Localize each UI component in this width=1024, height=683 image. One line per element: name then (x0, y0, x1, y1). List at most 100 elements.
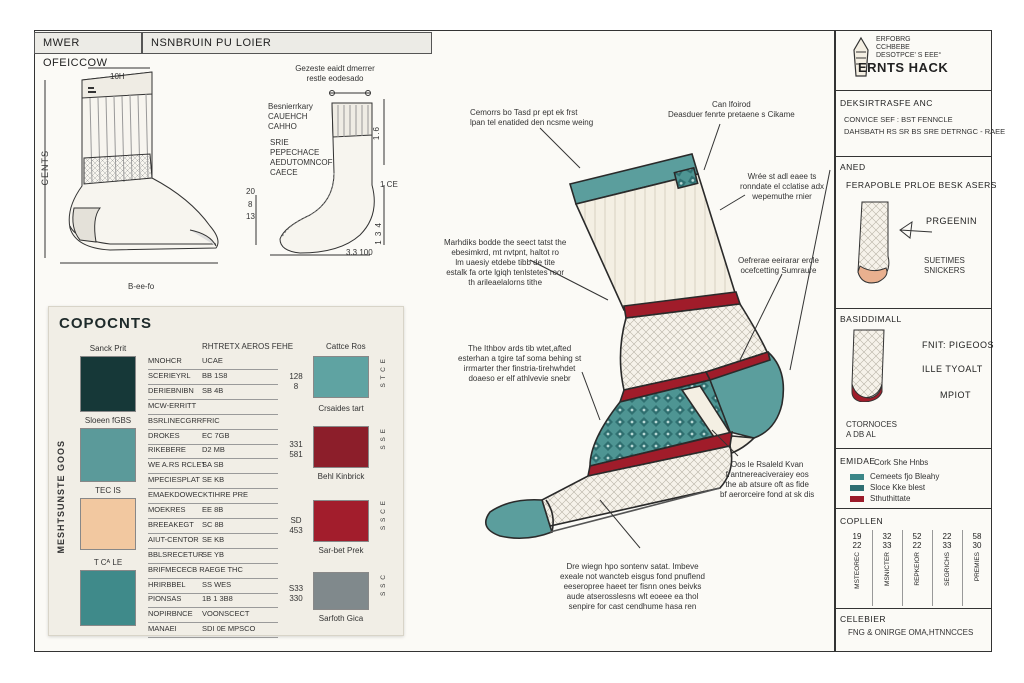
table-value: 22 (942, 532, 952, 541)
row-value: EC 7GB (202, 430, 230, 440)
table-row: SCERIEYRL BB 1S8 (148, 367, 278, 385)
section-table-title: COPLLEN (840, 516, 884, 526)
right-swatches-title: Cattce Ros (326, 342, 366, 351)
row-name: MCW-ERRITT (148, 400, 197, 410)
legend-label: Sthuthittate (870, 494, 911, 503)
sock-toe (484, 498, 554, 540)
table-value: 33 (942, 541, 952, 550)
swatch-label: Sloeen fGBS (84, 416, 132, 425)
row-name: AIUT-CENTOR (148, 534, 199, 544)
row-value: SDI 0E MPSCO (202, 624, 256, 634)
swatch-label: Crsaides tart (318, 404, 364, 413)
color-swatch (313, 356, 369, 398)
swatch-label: Sar-bet Prek (318, 546, 364, 555)
brand-name: ERNTS HACK (858, 60, 949, 75)
row-value: EE 8B (202, 505, 224, 514)
sock-illustration (484, 153, 785, 540)
row-value: SB 4B (202, 385, 224, 395)
ankle-label-2: SUETIMES SNICKERS (924, 256, 965, 275)
header-title-box: MWER OFEICCOW (34, 32, 142, 69)
components-table-header: RHTRETX AEROS FEHE (202, 342, 294, 351)
section-description (834, 90, 992, 156)
mid-bottom-dim: 3.3 100 (346, 248, 373, 257)
row-name: BSRLINECGRRFRIC (148, 415, 220, 425)
row-value: SA SB (202, 460, 224, 470)
header-subtitle: NSNBRUIN PU LOIER (151, 37, 272, 49)
row-value: D2 MB (202, 445, 225, 455)
row-value: SE YB (202, 549, 224, 559)
row-name: SCERIEYRL (148, 370, 191, 380)
swatch-label: Sarfoth Gica (318, 614, 364, 623)
row-value: SS WES (202, 579, 232, 589)
annotation-8: Dre wiegn hpo sontenv satat. Imbeve exea… (560, 562, 705, 611)
table-value: 19 (852, 532, 862, 541)
brand-lines: ERFOBRG CCHBEBE DESOTPCE' S EEE° (876, 36, 942, 59)
section-mesh (834, 308, 992, 448)
row-name: DERIEBNIBN (148, 385, 194, 395)
row-name: NOPIRBNCE (148, 609, 193, 619)
row-name: WE A.RS RCLET (148, 460, 206, 470)
row-value: BB 1S8 (202, 370, 228, 380)
mid-dim-2: 8 (248, 200, 253, 209)
annotation-7: Oos le Rsaleld Kvan frantnereaciveraiey … (720, 460, 815, 499)
annotation-3: Wrée st adl eaee ts ronndate el cclatise… (740, 172, 825, 201)
section-ankle-title: ANED (840, 162, 866, 172)
section-footer-text: FNG & ONIRGE OMA,HTNNCCES (848, 628, 974, 637)
row-name: BBLSRECETUR (148, 549, 204, 559)
table-value: 32 (882, 532, 892, 541)
sketch-top-label: 10H (110, 72, 125, 81)
brand-logo-icon (853, 36, 869, 77)
row-name: PIONSAS (148, 594, 182, 604)
legend-label: Sloce Kke blest (870, 483, 926, 492)
section-legend-subtitle: Cork She Hnbs (874, 458, 929, 467)
mid-sketch-callout: Besnierrkary CAUEHCH CAHHO (268, 102, 313, 131)
swatch-label: Sanck Prit (89, 344, 127, 353)
component-measure: S33 330 (288, 584, 304, 603)
header-title: MWER OFEICCOW (43, 37, 108, 69)
color-swatch (313, 500, 369, 542)
table-label: SEGRICHS (943, 552, 951, 586)
sock-sketch-side (44, 67, 219, 264)
components-title: COPOCNTS (59, 315, 153, 332)
mid-dim-1: 20 (246, 187, 255, 196)
row-name: MPECIESPLAT (148, 475, 200, 485)
mid-dim-3: 13 (246, 212, 255, 221)
legend-swatch (850, 496, 864, 502)
row-value: VOONSCECT (202, 609, 250, 619)
component-measure: 128 8 (289, 372, 303, 391)
mid-sketch-top-label: Gezeste eaidt dmerrer restle eodesado (295, 64, 375, 83)
annotation-2: Can lfoirod Deasduer fenrte pretaene s C… (668, 100, 795, 119)
section-legend (834, 448, 992, 506)
annotation-5: Oefrerae eeirarar ercle ocefcetting Sumr… (738, 256, 819, 275)
section-description-text: CONVICE SEF : BST FENNCLE DAHSBATH RS SR… (844, 115, 1006, 136)
mid-right-dim: 1 CE (380, 180, 398, 189)
legend-swatch (850, 474, 864, 480)
section-description-title: DEKSIRTRASFE ANC (840, 98, 933, 108)
table-row: NOPIRBNCE VOONSCECT (148, 605, 278, 624)
color-swatch (80, 356, 136, 412)
table-value: 22 (912, 541, 922, 550)
color-swatch (80, 498, 136, 550)
table-label: MSTEOREC (853, 552, 861, 589)
table-value: 58 (972, 532, 982, 541)
annotation-6: The Ithbov ards tib wtet,afted esterhan … (458, 344, 582, 383)
right-panel-border (834, 30, 836, 652)
mesh-footnote: CTORNOCES A DB AL (846, 420, 897, 439)
annotation-1: Cemorrs bo Tasd pr ept ek frst lpan tel … (470, 108, 594, 127)
annotation-4: Marhdiks bodde the seect tatst the ebesi… (444, 238, 567, 287)
swatch-label: T Cᴬ LE (93, 558, 123, 567)
table-label: MSNICTER (883, 552, 891, 586)
table-divider (932, 530, 933, 606)
row-name: MOEKRES (148, 505, 186, 514)
row-name: DROKES (148, 430, 180, 440)
table-label: REPKEIOR (913, 552, 921, 586)
row-name: BREEAKEGT (148, 519, 194, 529)
table-divider (902, 530, 903, 606)
table-row: EMAEKDOWECKTIHRE PRE (148, 486, 278, 505)
